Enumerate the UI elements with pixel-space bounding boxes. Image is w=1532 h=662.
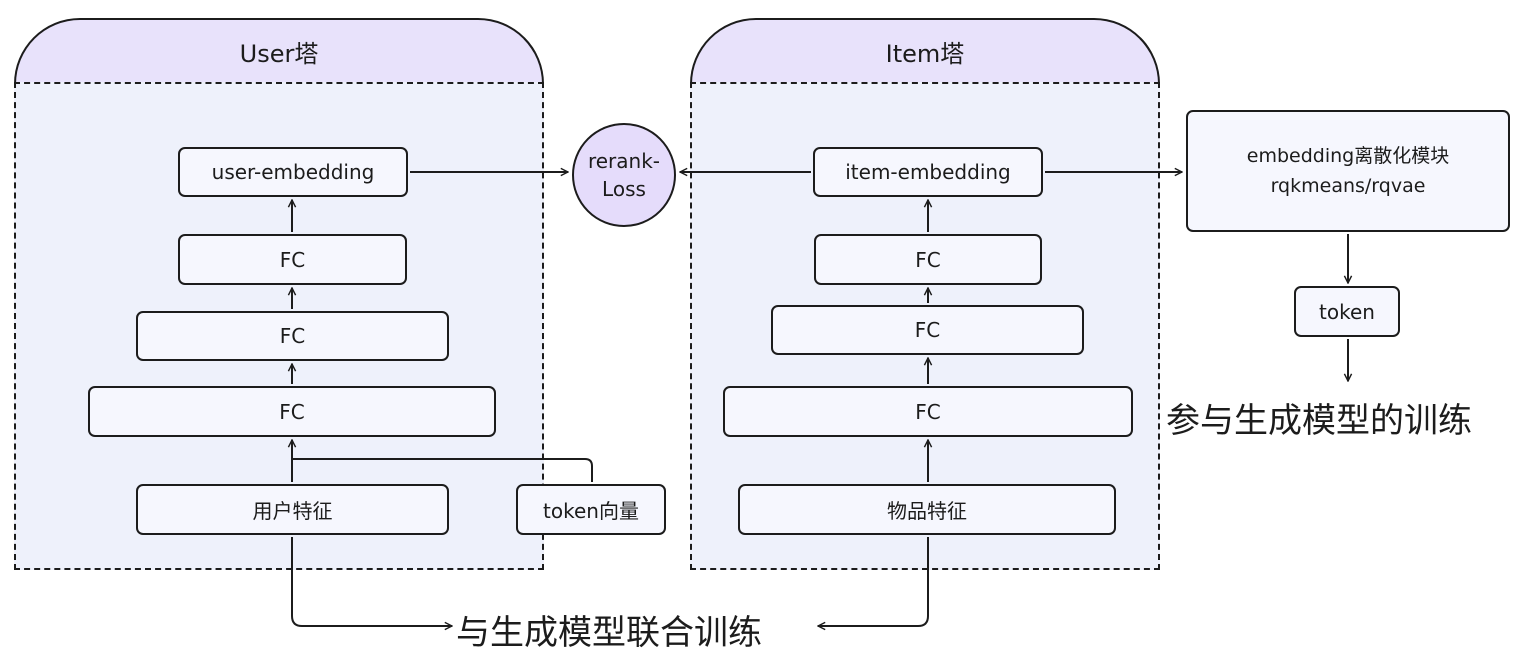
user-fc-layer-2: FC xyxy=(136,311,449,361)
token-box: token xyxy=(1294,286,1400,337)
user-embedding-label: user-embedding xyxy=(211,160,375,184)
user-fc-label: FC xyxy=(279,247,306,272)
item-feature-label: 物品特征 xyxy=(887,499,967,523)
item-embedding-box: item-embedding xyxy=(813,147,1043,197)
user-embedding-box: user-embedding xyxy=(178,147,408,197)
arrow-item-feature-to-joint-training xyxy=(818,537,929,626)
item-fc-label: FC xyxy=(915,399,941,424)
generation-training-caption: 参与生成模型的训练 xyxy=(1166,401,1472,441)
item-fc-layer-3: FC xyxy=(723,386,1133,437)
item-fc-layer-1: FC xyxy=(814,234,1042,285)
user-fc-layer-3: FC xyxy=(88,386,496,437)
item-fc-label: FC xyxy=(915,247,941,272)
token-vector-box: token向量 xyxy=(516,484,666,535)
token-vector-label: token向量 xyxy=(543,499,639,523)
item-fc-label: FC xyxy=(914,318,941,342)
loss-line-1: rerank- xyxy=(587,149,661,173)
user-fc-label: FC xyxy=(279,324,306,348)
user-feature-label: 用户特征 xyxy=(252,499,333,523)
user-fc-layer-1: FC xyxy=(178,234,407,285)
user-fc-label: FC xyxy=(279,399,305,424)
discretization-line-2: rqkmeans/rqvae xyxy=(1270,175,1426,197)
user-feature-box: 用户特征 xyxy=(136,484,449,535)
user-tower-header: User塔 xyxy=(14,18,544,84)
discretization-module-box: embedding离散化模块 rqkmeans/rqvae xyxy=(1186,110,1510,232)
connector-token-vector-merge xyxy=(292,458,593,482)
joint-training-caption: 与生成模型联合训练 xyxy=(456,613,762,653)
discretization-line-1: embedding离散化模块 xyxy=(1246,145,1450,167)
item-fc-layer-2: FC xyxy=(771,305,1084,355)
item-feature-box: 物品特征 xyxy=(738,484,1116,535)
arrow-user-feature-to-joint-training xyxy=(291,537,452,626)
token-label: token xyxy=(1319,299,1375,324)
user-tower-title: User塔 xyxy=(239,39,319,68)
rerank-loss-node: rerank- Loss xyxy=(572,123,676,227)
item-tower-title: Item塔 xyxy=(885,39,965,68)
item-embedding-label: item-embedding xyxy=(845,160,1011,184)
loss-line-2: Loss xyxy=(602,177,646,201)
